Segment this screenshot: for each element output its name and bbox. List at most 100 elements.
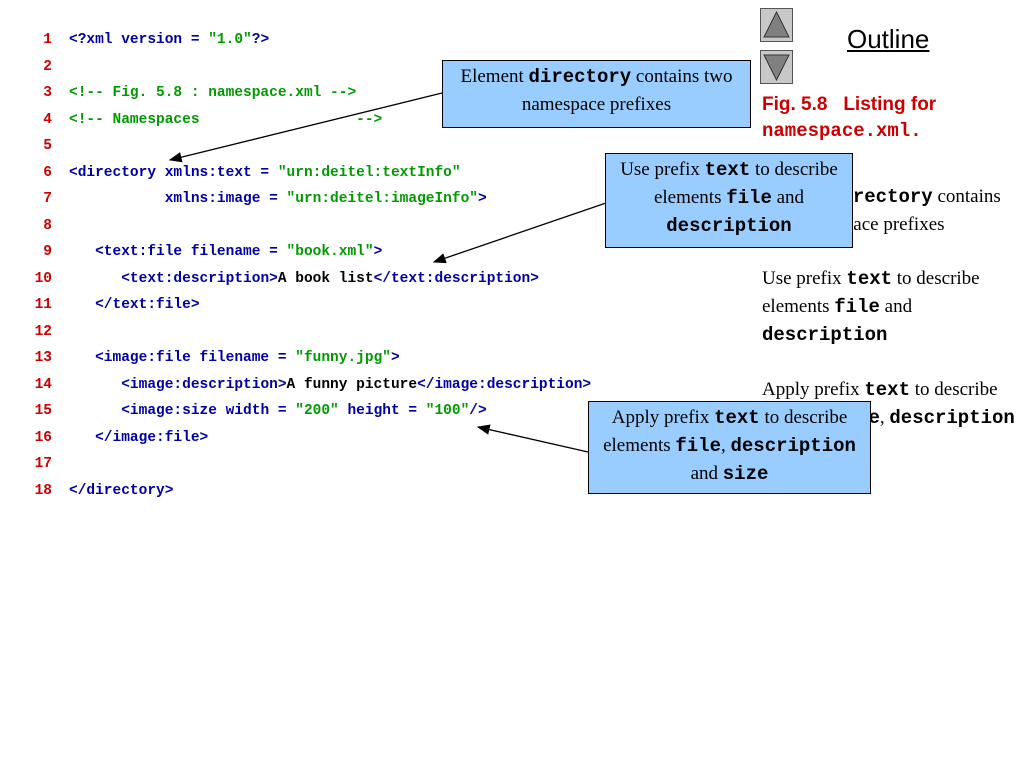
code-line: 10 <text:description>A book list</text:d… bbox=[0, 266, 760, 293]
code-line: 18 </directory> bbox=[0, 478, 760, 505]
line-number: 16 bbox=[34, 429, 52, 446]
line-number: 9 bbox=[43, 244, 52, 260]
code-token: ?> bbox=[251, 32, 270, 48]
line-code: <image:size width = "200" height = "100"… bbox=[69, 398, 486, 425]
text-run: Element bbox=[460, 66, 529, 87]
code-token: <!-- Namespaces --> bbox=[69, 111, 383, 128]
code-term: file bbox=[675, 435, 721, 457]
text-run: , bbox=[720, 435, 731, 456]
code-line: 9 <text:file filename = "book.xml"> bbox=[0, 239, 760, 266]
code-token: "book.xml" bbox=[286, 244, 374, 260]
code-line: 5 bbox=[0, 133, 760, 160]
code-line: 1<?xml version = "1.0"?> bbox=[0, 27, 760, 54]
line-code: <directory xmlns:text = "urn:deitel:text… bbox=[69, 160, 461, 187]
line-code: <!-- Fig. 5.8 : namespace.xml --> bbox=[69, 80, 356, 107]
code-token: "1.0" bbox=[208, 32, 252, 48]
text-run: and bbox=[879, 296, 913, 317]
code-term: directory bbox=[830, 186, 933, 208]
line-code: </directory> bbox=[69, 478, 173, 505]
callout-directory-namespaces: Element directory contains two namespace… bbox=[442, 60, 751, 128]
code-line: 13 <image:file filename = "funny.jpg"> bbox=[0, 345, 760, 372]
code-token: <text:description> bbox=[121, 270, 278, 287]
triangle-up-icon bbox=[763, 10, 790, 38]
line-code: xmlns:image = "urn:deitel:imageInfo"> bbox=[69, 186, 487, 213]
text-run: contains two namespace prefixes bbox=[521, 66, 733, 115]
outline-note: Use prefix text to describe elements fil… bbox=[762, 265, 1020, 349]
code-token: <directory xmlns:text = bbox=[69, 164, 278, 181]
line-number: 5 bbox=[43, 138, 52, 154]
figure-caption: Fig. 5.8 Listing for namespace.xml. bbox=[762, 92, 1012, 144]
code-token: </text:file> bbox=[95, 297, 200, 313]
line-number: 14 bbox=[34, 376, 52, 393]
text-run: to describe elements bbox=[603, 407, 848, 456]
code-token: <?xml version = bbox=[69, 32, 209, 48]
code-token: "funny.jpg" bbox=[295, 350, 391, 366]
code-line: 14 <image:description>A funny picture</i… bbox=[0, 372, 760, 399]
line-code: </image:file> bbox=[69, 425, 208, 452]
line-number: 17 bbox=[34, 456, 52, 472]
line-code: <!-- Namespaces --> bbox=[69, 107, 382, 134]
triangle-down-icon bbox=[763, 54, 790, 82]
line-code: <?xml version = "1.0"?> bbox=[69, 27, 269, 54]
code-token: A book list bbox=[277, 270, 374, 287]
code-line: 17 bbox=[0, 451, 760, 478]
code-line: 8 bbox=[0, 213, 760, 240]
code-token: "200" bbox=[295, 403, 339, 419]
line-number: 6 bbox=[43, 164, 52, 181]
line-code: <text:file filename = "book.xml"> bbox=[69, 239, 382, 266]
callout-text-prefix: Use prefix text to describe elements fil… bbox=[605, 153, 853, 248]
line-code: <image:description>A funny picture</imag… bbox=[69, 372, 591, 399]
code-line: 11 </text:file> bbox=[0, 292, 760, 319]
line-number: 8 bbox=[43, 217, 52, 234]
text-run: and bbox=[771, 187, 805, 208]
code-term: directory bbox=[528, 66, 632, 88]
code-line: 7 xmlns:image = "urn:deitel:imageInfo"> bbox=[0, 186, 760, 213]
code-token: > bbox=[477, 191, 487, 207]
code-token: > bbox=[390, 350, 400, 366]
text-run: and bbox=[690, 463, 723, 484]
text-run: , bbox=[879, 407, 890, 428]
line-number: 2 bbox=[43, 58, 52, 75]
code-token: <text:file filename = bbox=[95, 244, 287, 260]
line-code: </text:file> bbox=[69, 292, 200, 319]
code-token: > bbox=[373, 244, 383, 260]
line-number: 11 bbox=[34, 297, 52, 313]
code-term: file bbox=[834, 296, 880, 318]
code-token: </image:description> bbox=[417, 376, 592, 393]
code-token: "100" bbox=[425, 403, 470, 419]
figure-caption-text: Listing for bbox=[843, 94, 937, 115]
text-run: Use prefix bbox=[762, 268, 847, 289]
next-slide-button[interactable] bbox=[760, 50, 793, 84]
code-token: </text:description> bbox=[373, 270, 539, 287]
code-term: text bbox=[864, 379, 910, 401]
code-token: xmlns:image = bbox=[164, 191, 287, 207]
figure-label: Fig. 5.8 bbox=[762, 94, 828, 115]
code-line: 15 <image:size width = "200" height = "1… bbox=[0, 398, 760, 425]
code-line: 12 bbox=[0, 319, 760, 346]
line-number: 3 bbox=[43, 85, 52, 101]
text-run: Apply prefix bbox=[611, 407, 715, 428]
outline-title[interactable]: Outline bbox=[847, 24, 930, 54]
text-run: to describe elements bbox=[653, 159, 838, 208]
code-token: "urn:deitel:imageInfo" bbox=[286, 191, 478, 207]
code-line: 6 <directory xmlns:text = "urn:deitel:tex… bbox=[0, 160, 760, 187]
line-number: 10 bbox=[34, 270, 52, 287]
code-line: 2 bbox=[0, 54, 760, 81]
text-run: Apply prefix bbox=[762, 379, 865, 400]
figure-caption-file: namespace.xml. bbox=[762, 120, 922, 142]
line-number: 13 bbox=[34, 350, 52, 366]
code-token: </image:file> bbox=[95, 429, 209, 446]
code-term: description bbox=[666, 215, 792, 237]
code-token: "urn:deitel:textInfo" bbox=[277, 164, 461, 181]
code-term: file bbox=[726, 187, 772, 209]
code-term: text bbox=[714, 407, 760, 429]
code-token: height = bbox=[338, 403, 426, 419]
previous-slide-button[interactable] bbox=[760, 8, 793, 42]
code-token: A funny picture bbox=[286, 376, 418, 393]
line-number: 18 bbox=[34, 482, 52, 499]
code-token: </directory> bbox=[69, 482, 174, 499]
line-number: 7 bbox=[43, 191, 52, 207]
text-run: Use prefix bbox=[620, 159, 705, 180]
code-token: <image:file filename = bbox=[95, 350, 296, 366]
line-number: 4 bbox=[43, 111, 52, 128]
